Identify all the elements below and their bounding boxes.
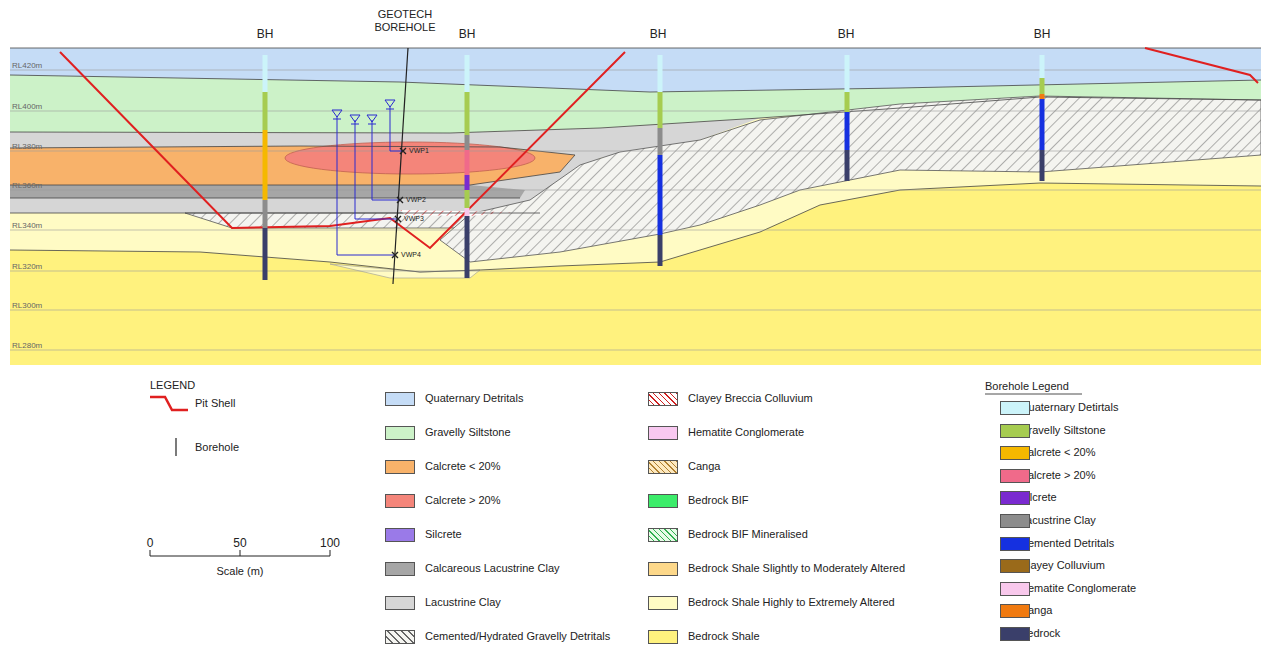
legend-text: Quaternary Detritals [425, 392, 523, 405]
legend-text: Gravelly Siltstone [1020, 424, 1106, 437]
legend-text: Pit Shell [195, 397, 235, 410]
legend-text: Calcrete < 20% [1020, 446, 1096, 459]
piezometer-label: VWP4 [401, 251, 421, 259]
piezometer-label: VWP3 [404, 215, 424, 223]
borehole-label: BH [650, 28, 667, 42]
legend-text: Calcrete > 20% [1020, 469, 1096, 482]
elevation-label: RL280m [12, 341, 42, 350]
legend-title: LEGEND [150, 379, 195, 392]
legend-text: Hematite Conglomerate [1020, 582, 1136, 595]
legend-swatch [648, 528, 678, 542]
legend-swatch [648, 426, 678, 440]
elevation-label: RL360m [12, 181, 42, 190]
legend-swatch [648, 460, 678, 474]
legend-swatch [648, 392, 678, 406]
legend-text: Lacustrine Clay [425, 596, 501, 609]
legend-text: Calcrete > 20% [425, 494, 501, 507]
legend-swatch [1000, 537, 1030, 551]
legend-swatch [385, 528, 415, 542]
legend-swatch [1000, 627, 1030, 641]
legend-text: Cemented/Hydrated Gravelly Detritals [425, 630, 610, 643]
legend-swatch [648, 562, 678, 576]
legend-swatch [1000, 469, 1030, 483]
legend-text: Bedrock Shale Highly to Extremely Altere… [688, 596, 895, 609]
legend-text: Bedrock Shale [688, 630, 760, 643]
legend-swatch [385, 460, 415, 474]
legend-text: Gravelly Siltstone [425, 426, 511, 439]
legend-text: Calcareous Lacustrine Clay [425, 562, 560, 575]
legend-text: Borehole [195, 441, 239, 454]
legend-text: Hematite Conglomerate [688, 426, 804, 439]
legend-swatch [385, 426, 415, 440]
piezometer-label: VWP1 [409, 147, 429, 155]
legend-title: Borehole Legend [985, 380, 1069, 393]
elevation-label: RL400m [12, 102, 42, 111]
legend-swatch [1000, 446, 1030, 460]
elevation-label: RL300m [12, 301, 42, 310]
scale-title: Scale (m) [216, 565, 263, 578]
legend-text: Calcrete < 20% [425, 460, 501, 473]
borehole-label: BH [838, 28, 855, 42]
borehole-label: BH [459, 28, 476, 42]
legend-text: Bedrock Shale Slightly to Moderately Alt… [688, 562, 905, 575]
elevation-label: RL320m [12, 262, 42, 271]
elevation-label: RL420m [12, 61, 42, 70]
borehole-label: BH [1034, 28, 1051, 42]
elevation-label: RL380m [12, 142, 42, 151]
legend-swatch [385, 630, 415, 644]
piezometer-label: VWP2 [406, 196, 426, 204]
borehole-label: BH [257, 28, 274, 42]
legend-swatch [1000, 424, 1030, 438]
legend-swatch [385, 562, 415, 576]
legend-swatch [1000, 491, 1030, 505]
legend-swatch [1000, 559, 1030, 573]
scale-number: 100 [320, 537, 340, 551]
legend-swatch [1000, 401, 1030, 415]
legend-text: Clayey Colluvium [1020, 559, 1105, 572]
legend-text: Clayey Breccia Colluvium [688, 392, 813, 405]
legend-text: Lacustrine Clay [1020, 514, 1096, 527]
legend-swatch [385, 494, 415, 508]
legend-swatch [648, 494, 678, 508]
legend-text: Bedrock BIF [688, 494, 749, 507]
legend-swatch [1000, 514, 1030, 528]
legend-text: Canga [688, 460, 720, 473]
legend-swatch [1000, 604, 1030, 618]
legend-text: Quaternary Detirtals [1020, 401, 1118, 414]
legend-swatch [385, 596, 415, 610]
scale-number: 0 [147, 537, 154, 551]
legend-text: Bedrock BIF Mineralised [688, 528, 808, 541]
legend-swatch [648, 596, 678, 610]
borehole-label: GEOTECH BOREHOLE [370, 8, 440, 33]
legend-text: Silcrete [425, 528, 462, 541]
elevation-label: RL340m [12, 221, 42, 230]
legend-swatch [1000, 582, 1030, 596]
scale-number: 50 [233, 537, 246, 551]
legend-swatch [648, 630, 678, 644]
legend-text: Cemented Detritals [1020, 537, 1114, 550]
legend-swatch [385, 392, 415, 406]
